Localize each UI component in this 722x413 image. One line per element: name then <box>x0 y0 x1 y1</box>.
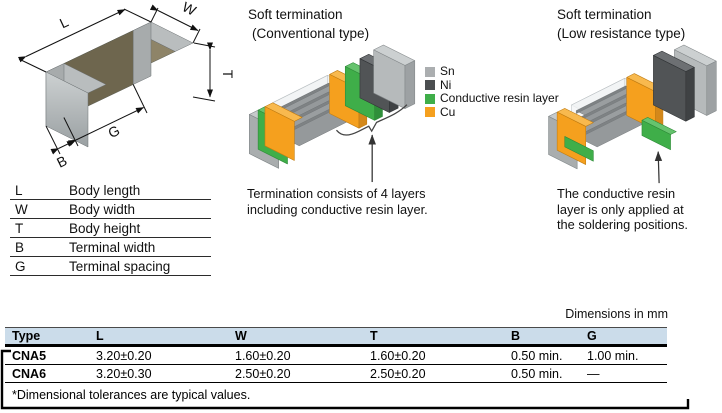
def-row: G Terminal spacing <box>10 256 211 276</box>
dim-label-W: W <box>180 0 200 19</box>
def-symbol: G <box>10 256 67 276</box>
low-resistance-title: Soft termination (Low resistance type) <box>557 7 686 41</box>
units-note: Dimensions in mm <box>565 307 668 321</box>
left-termination-layers <box>548 108 594 170</box>
table-row-cna5: CNA5 3.20±0.20 1.60±0.20 1.60±0.20 0.50 … <box>5 345 667 365</box>
table-footnote: *Dimensional tolerances are typical valu… <box>12 388 251 402</box>
def-label: Body length <box>67 181 211 200</box>
def-row: T Body height <box>10 218 211 238</box>
material-legend: Sn Ni Conductive resin layer Cu <box>425 65 559 118</box>
table-row-cna6: CNA6 3.20±0.30 2.50±0.20 2.50±0.20 0.50 … <box>5 364 667 383</box>
col-b: B <box>504 327 580 347</box>
conventional-title: Soft termination (Conventional type) <box>248 7 370 41</box>
def-label: Terminal spacing <box>67 256 211 276</box>
sn-layer <box>373 44 416 109</box>
type-cell: CNA6 <box>5 364 89 383</box>
l-cell: 3.20±0.20 <box>89 345 228 365</box>
chip-dimension-figure: L W T G B <box>17 0 236 171</box>
g-cell: — <box>580 364 667 383</box>
low-resistance-termination-diagram <box>548 44 717 184</box>
def-row: L Body length <box>10 181 211 200</box>
right-termination-layers <box>626 44 717 151</box>
ni-swatch-icon <box>425 80 435 90</box>
def-symbol: T <box>10 218 67 238</box>
legend-item-resin: Conductive resin layer <box>425 92 559 104</box>
resin-layer-bottom <box>641 117 677 151</box>
low-resistance-caption: The conductive resin layer is only appli… <box>557 186 688 232</box>
right-termination-layers <box>329 44 416 129</box>
def-label: Body width <box>67 199 211 219</box>
b-cell: 0.50 min. <box>504 364 580 383</box>
col-type: Type <box>5 327 89 347</box>
type-cell: CNA5 <box>5 345 89 365</box>
def-label: Terminal width <box>67 237 211 257</box>
dim-label-L: L <box>57 13 71 31</box>
col-w: W <box>228 327 363 347</box>
col-l: L <box>89 327 228 347</box>
legend-item-sn: Sn <box>425 65 559 77</box>
left-termination-layers <box>249 102 303 169</box>
cu-swatch-icon <box>425 107 435 117</box>
table-header-row: Type L W T B G <box>5 327 667 347</box>
dimensions-table: Type L W T B G CNA5 3.20±0.20 1.60±0.20 … <box>5 327 667 383</box>
l-cell: 3.20±0.30 <box>89 364 228 383</box>
t-cell: 1.60±0.20 <box>363 345 504 365</box>
def-label: Body height <box>67 218 211 238</box>
conventional-termination-diagram <box>249 44 416 183</box>
dim-label-B: B <box>54 152 69 170</box>
dim-W <box>149 4 201 44</box>
w-cell: 1.60±0.20 <box>228 345 363 365</box>
dim-L <box>17 8 152 73</box>
def-symbol: B <box>10 237 67 257</box>
g-cell: 1.00 min. <box>580 345 667 365</box>
ni-layer <box>653 50 695 122</box>
dim-label-G: G <box>105 122 122 141</box>
def-row: W Body width <box>10 199 211 219</box>
t-cell: 2.50±0.20 <box>363 364 504 383</box>
col-g: G <box>580 327 667 347</box>
col-t: T <box>363 327 504 347</box>
legend-item-cu: Cu <box>425 106 559 118</box>
resin-layer-bottom <box>564 136 594 162</box>
w-cell: 2.50±0.20 <box>228 364 363 383</box>
change-mark-bracket <box>0 349 690 410</box>
def-symbol: W <box>10 199 67 219</box>
resin-swatch-icon <box>425 93 435 104</box>
def-symbol: L <box>10 181 67 200</box>
sn-swatch-icon <box>425 66 435 77</box>
dim-G <box>63 84 148 147</box>
pointer-arrow <box>654 151 663 184</box>
def-row: B Terminal width <box>10 237 211 257</box>
conventional-caption: Termination consists of 4 layers includi… <box>247 186 428 217</box>
cu-layer <box>264 102 303 161</box>
dim-label-T: T <box>220 70 236 79</box>
legend-item-ni: Ni <box>425 79 559 91</box>
dimension-definitions-table: L Body length W Body width T Body height… <box>10 181 211 276</box>
dim-B <box>45 125 75 155</box>
layers-brace <box>335 104 408 136</box>
b-cell: 0.50 min. <box>504 345 580 365</box>
dim-T <box>192 42 216 102</box>
